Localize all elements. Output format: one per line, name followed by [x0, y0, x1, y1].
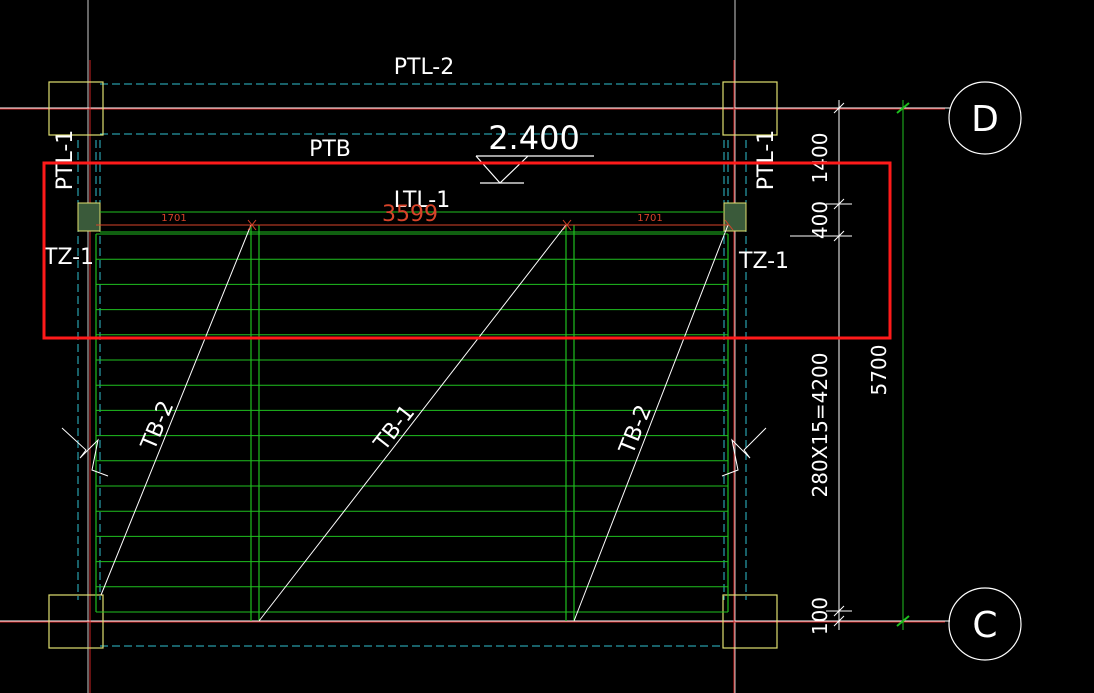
- total-dimension: [896, 100, 910, 630]
- dim-v-1400: 1400: [808, 133, 832, 184]
- tz1-columns: [77, 202, 747, 232]
- elevation-marker: [475, 155, 594, 184]
- dim-v-100: 100: [808, 597, 832, 635]
- vertical-dimension: [790, 100, 852, 630]
- label-tz1-right: TZ-1: [738, 249, 789, 274]
- red-centre-lines: [0, 60, 945, 693]
- elevation-value: 2.400: [488, 119, 580, 157]
- slab-diagonals: [100, 224, 729, 622]
- dim-top-mid: 3599: [382, 202, 438, 227]
- label-ltl1: LTL-1: [394, 188, 450, 213]
- dim-top-right: 1701: [637, 213, 662, 224]
- axis-bubble-d: D: [948, 81, 1022, 155]
- axis-bubble-c: C: [948, 587, 1022, 661]
- selection-highlight-box: [42, 161, 892, 340]
- dim-v-steps: 280X15=4200: [808, 353, 832, 498]
- dim-top-left: 1701: [161, 213, 186, 224]
- top-dimension: [96, 219, 734, 231]
- label-ptl1-right: PTL-1: [754, 130, 779, 191]
- columns: [48, 81, 778, 649]
- stair-stringers: [95, 211, 729, 621]
- dim-v-400: 400: [808, 201, 832, 239]
- label-ptl1-left: PTL-1: [53, 130, 78, 191]
- label-tb2-left: TB-2: [136, 397, 179, 454]
- dim-v-total: 5700: [867, 345, 891, 396]
- label-ptb: PTB: [309, 137, 351, 162]
- stair-treads: [96, 233, 728, 613]
- axis-lines: [0, 0, 950, 693]
- label-tb1: TB-1: [369, 400, 420, 456]
- label-tz1-left: TZ-1: [43, 245, 94, 270]
- axis-c-label: C: [972, 605, 997, 646]
- axis-d-label: D: [971, 99, 999, 140]
- label-ptl2: PTL-2: [394, 55, 455, 80]
- break-symbols: [61, 427, 767, 477]
